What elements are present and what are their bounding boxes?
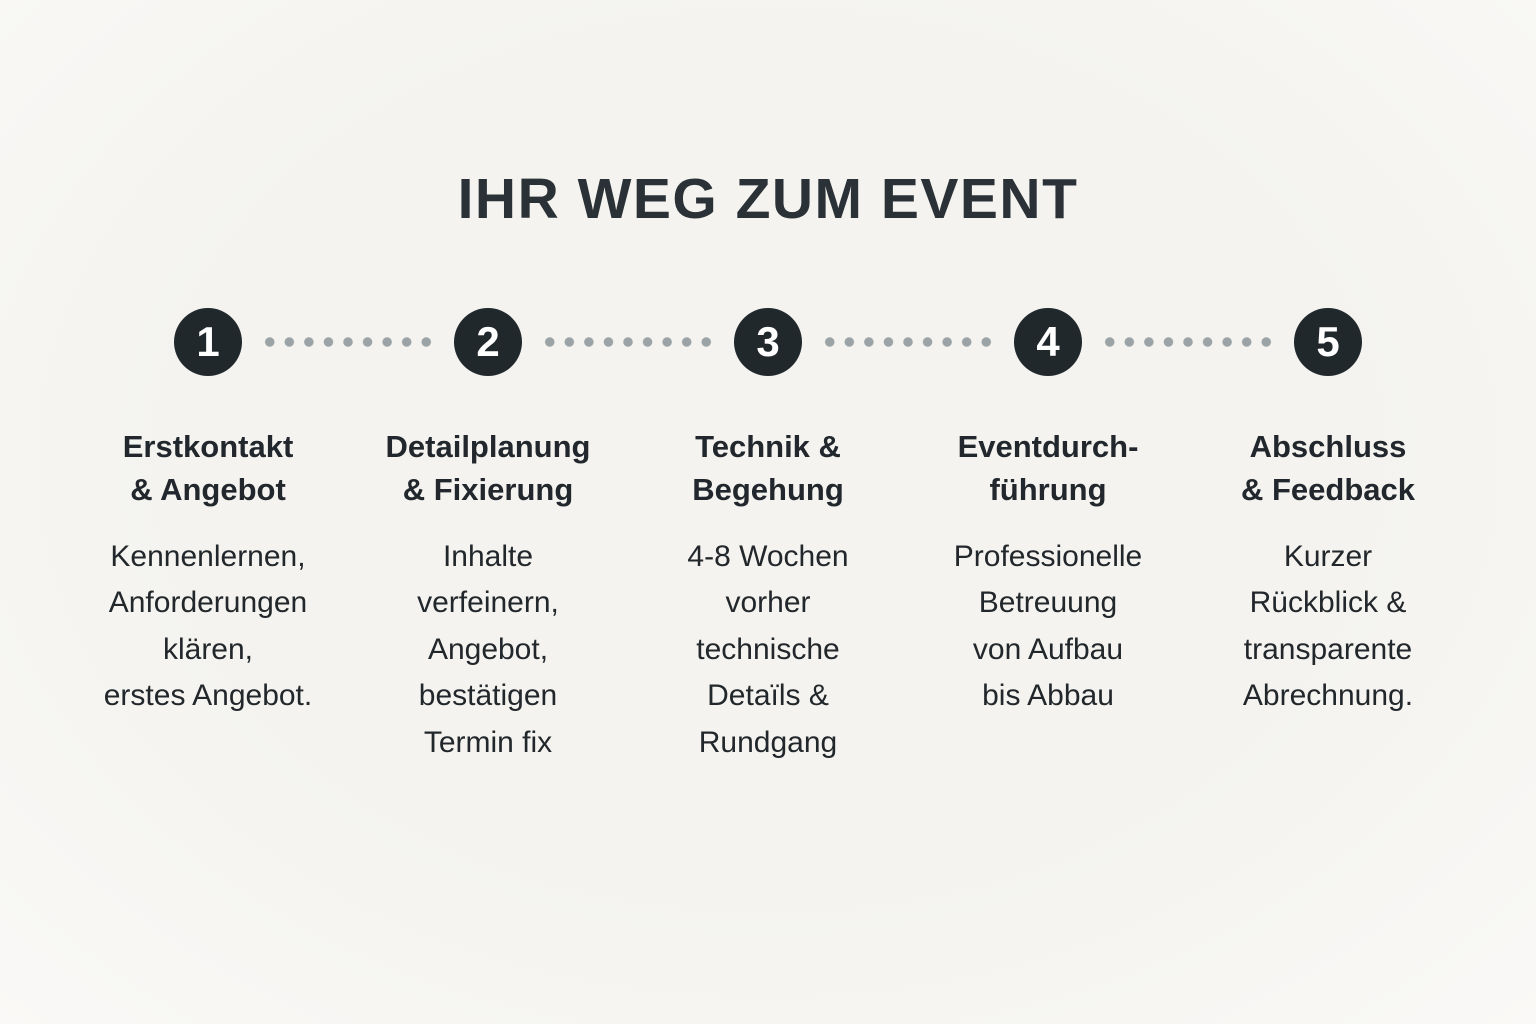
dotted-connector	[540, 337, 716, 347]
step-number: 4	[1036, 318, 1060, 365]
step-number: 5	[1316, 318, 1340, 365]
step-2: 2 Detailplanung & Fixierung Inhalte verf…	[348, 308, 628, 766]
dotted-connector	[260, 337, 436, 347]
step-title: Eventdurch- führung	[957, 429, 1139, 507]
dotted-connector	[820, 337, 996, 347]
step-description: Inhalte verfeinern, Angebot, bestätigen …	[417, 539, 559, 759]
step-5: 5 Abschluss & Feedback Kurzer Rückblick …	[1188, 308, 1468, 766]
step-description: 4-8 Wochen vorher technische Detaïls & R…	[687, 539, 849, 759]
diagram-title: IHR WEG ZUM EVENT	[457, 167, 1079, 231]
step-number-badge: 3	[734, 308, 802, 376]
step-description: Professionelle Betreuung von Aufbau bis …	[953, 539, 1143, 713]
step-number-badge: 2	[454, 308, 522, 376]
step-number: 2	[476, 318, 500, 365]
step-title: Abschluss & Feedback	[1240, 429, 1415, 507]
dotted-connector	[1100, 337, 1276, 347]
step-number-badge: 5	[1294, 308, 1362, 376]
timeline: 1 Erstkontakt & Angebot Kennenlernen, An…	[68, 308, 1468, 766]
step-title: Erstkontakt & Angebot	[122, 429, 294, 507]
step-title: Detailplanung & Fixierung	[385, 429, 591, 507]
step-1: 1 Erstkontakt & Angebot Kennenlernen, An…	[68, 308, 348, 766]
step-4: 4 Eventdurch- führung Professionelle Bet…	[908, 308, 1188, 766]
step-title: Technik & Begehung	[692, 429, 844, 507]
step-3: 3 Technik & Begehung 4-8 Wochen vorher t…	[628, 308, 908, 766]
step-number: 3	[756, 318, 780, 365]
step-number-badge: 4	[1014, 308, 1082, 376]
step-number-badge: 1	[174, 308, 242, 376]
step-description: Kurzer Rückblick & transparente Abrechnu…	[1242, 539, 1414, 713]
step-description: Kennenlernen, Anforderungen klären, erst…	[103, 539, 313, 713]
step-number: 1	[196, 318, 220, 365]
